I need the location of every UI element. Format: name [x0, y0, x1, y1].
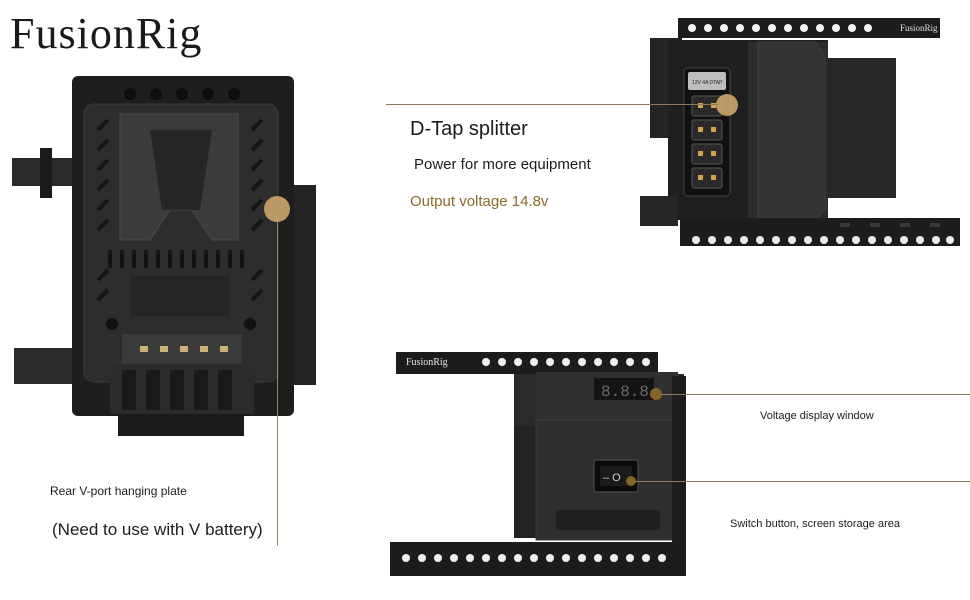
- voltage-window-marker-dot: [650, 388, 662, 400]
- switch-symbols: – O: [603, 472, 621, 484]
- top-rail-logo: FusionRig: [900, 23, 938, 33]
- switch-marker-dot: [626, 476, 636, 486]
- voltage-window-label: Voltage display window: [760, 410, 874, 422]
- voltage-window-callout-line: [660, 394, 970, 395]
- voltage-display-readout: 8.8.8.: [601, 383, 659, 401]
- dtap-marker-dot: [716, 94, 738, 116]
- dtap-voltage-note: Output voltage 14.8v: [410, 193, 549, 210]
- dtap-splitter-image: FusionRig 12V 4A DTAP: [640, 18, 960, 246]
- display-switch-module-image: FusionRig 8.8.8. – O: [390, 352, 686, 576]
- bottom-rail-logo: FusionRig: [406, 357, 448, 368]
- rear-plate-title: Rear V-port hanging plate: [50, 484, 187, 498]
- dtap-callout-line: [386, 104, 718, 105]
- rear-plate-note: (Need to use with V battery): [52, 520, 263, 539]
- switch-label: Switch button, screen storage area: [730, 518, 900, 530]
- switch-callout-line: [634, 481, 970, 482]
- rear-plate-marker-dot: [264, 196, 290, 222]
- dtap-plate-text: 12V 4A DTAP: [692, 80, 723, 86]
- rear-plate-callout-line: [277, 222, 278, 546]
- dtap-subtitle: Power for more equipment: [414, 156, 591, 173]
- dtap-title: D-Tap splitter: [410, 118, 528, 140]
- brand-logo: FusionRig: [10, 9, 203, 58]
- rear-vmount-plate-image: [12, 76, 316, 436]
